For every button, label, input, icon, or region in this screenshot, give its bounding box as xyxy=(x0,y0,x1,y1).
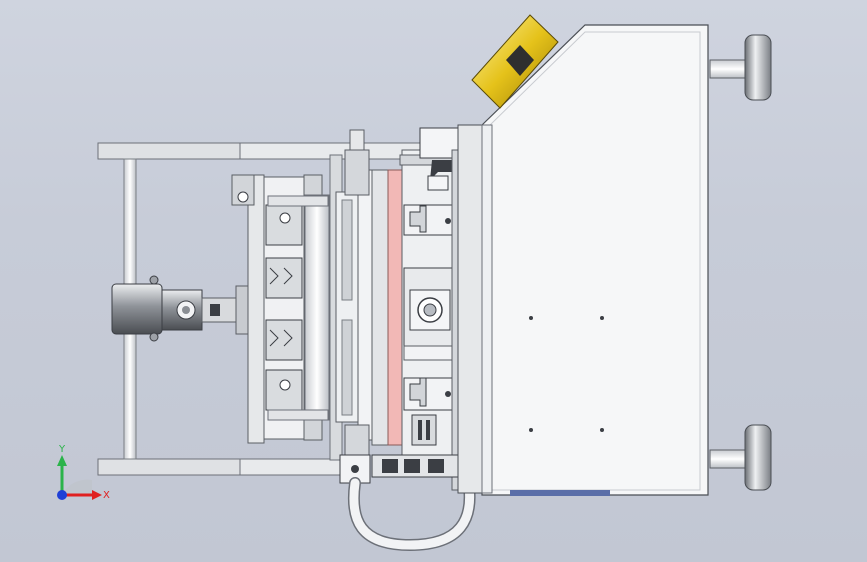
gripper-block xyxy=(231,174,330,444)
leveling-feet xyxy=(709,34,772,491)
x-axis-label: X xyxy=(103,490,110,501)
cylinder-assembly xyxy=(111,275,249,342)
coordinate-triad: Y X xyxy=(57,444,110,501)
yellow-component xyxy=(471,14,559,109)
valve-manifold xyxy=(339,454,476,552)
y-axis-label: Y xyxy=(58,444,66,455)
main-housing xyxy=(399,127,465,491)
motor-housing xyxy=(457,24,709,496)
middle-frame xyxy=(329,129,403,461)
